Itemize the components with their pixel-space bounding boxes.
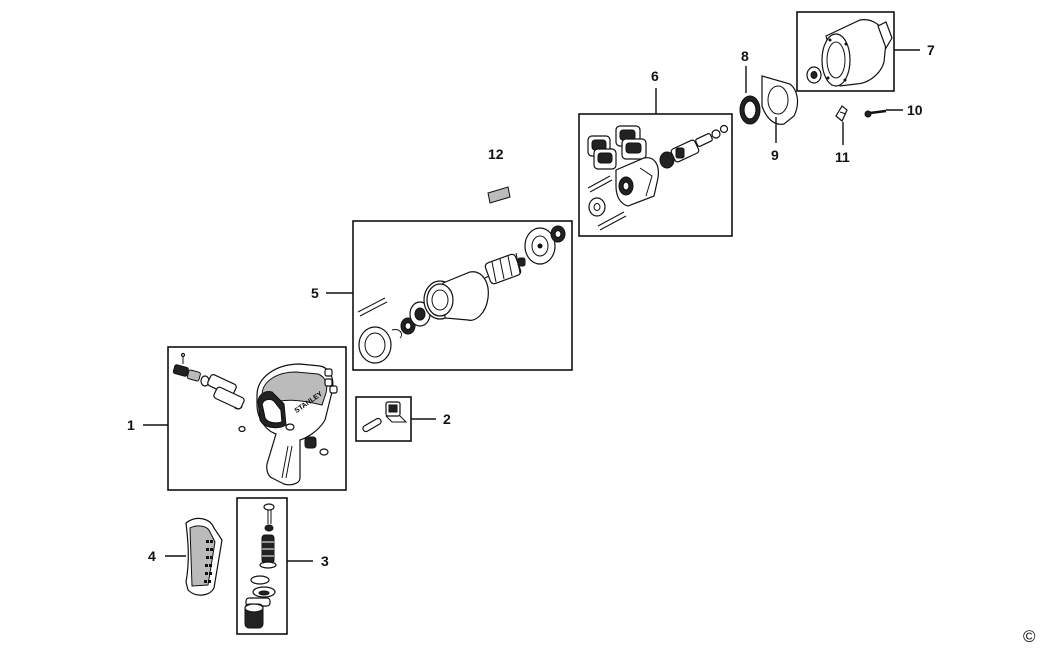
- part-group-3: [244, 503, 277, 629]
- callout-10: 10: [907, 102, 923, 118]
- callout-5: 5: [311, 285, 319, 301]
- callout-8: 8: [741, 48, 749, 64]
- group-box-1: [167, 346, 347, 491]
- part-group-2: [362, 401, 408, 433]
- housing-assembly: STANLEY: [172, 352, 338, 486]
- group-box-5: [352, 220, 573, 371]
- hammer-mechanism: [587, 124, 729, 231]
- part-8-seal-ring: [739, 95, 761, 125]
- part-10-screw: [864, 109, 887, 118]
- callout-12: 12: [488, 146, 504, 162]
- callout-3: 3: [321, 553, 329, 569]
- copyright-mark: ©: [1023, 627, 1036, 646]
- callout-11: 11: [835, 149, 850, 165]
- callout-1: 1: [127, 417, 135, 433]
- front-housing: [806, 19, 893, 87]
- callout-4: 4: [148, 548, 156, 564]
- part-11-clip: [835, 105, 848, 122]
- part-9-gasket: [761, 75, 799, 125]
- callout-2: 2: [443, 411, 451, 427]
- part-4-handle-grip: [185, 517, 223, 596]
- callout-7: 7: [927, 42, 935, 58]
- motor-assembly: [357, 225, 566, 364]
- group-box-7: [796, 11, 895, 92]
- part-12-key: [487, 186, 511, 204]
- group-box-3: [236, 497, 288, 635]
- callout-9: 9: [771, 147, 779, 163]
- callout-6: 6: [651, 68, 659, 84]
